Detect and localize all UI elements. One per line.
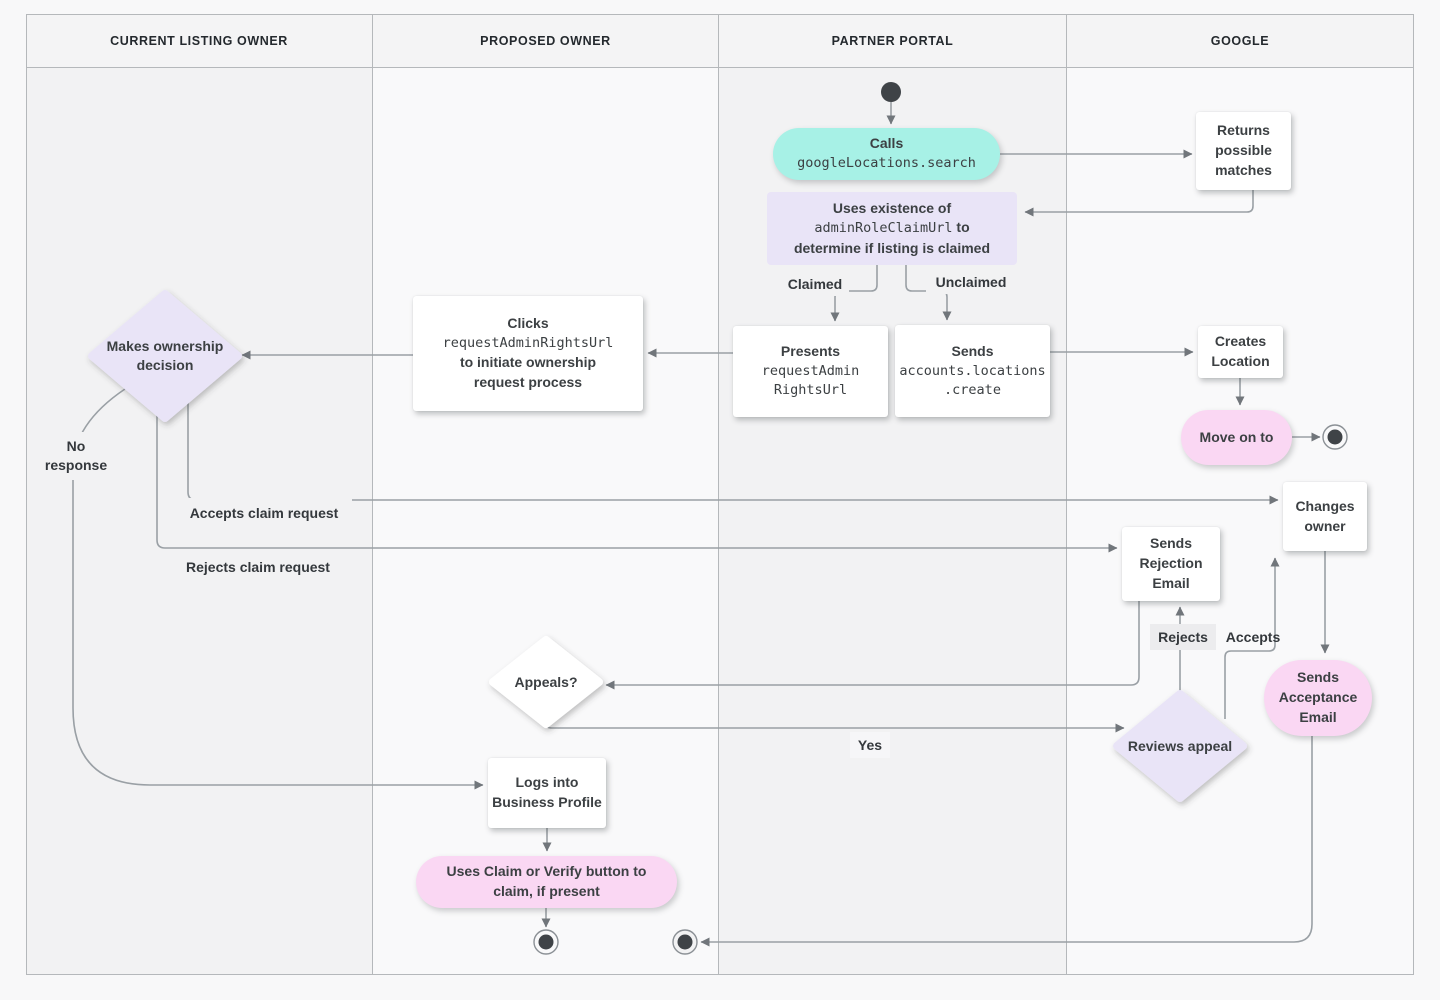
uses-claim-or-verify-node: Uses Claim or Verify button to claim, if… (416, 856, 677, 908)
terminal-nodes (533, 82, 1348, 955)
swimlane-header-current-listing-owner: CURRENT LISTING OWNER (26, 14, 373, 67)
end-node-partner-portal (672, 929, 698, 955)
logs-into-business-profile-node: Logs into Business Profile (488, 758, 606, 828)
edge-rejection-to-appeals (605, 601, 1140, 690)
swimlane-header-partner-portal: PARTNER PORTAL (719, 14, 1067, 67)
yes-label: Yes (850, 732, 890, 758)
reviews-appeal-diamond-shape (1113, 690, 1247, 802)
lane-current-listing-owner (26, 14, 373, 975)
edge-returns-to-uses (1024, 190, 1254, 217)
returns-possible-matches-node: Returns possible matches (1196, 112, 1291, 190)
edge-appeals-yes (545, 723, 1125, 733)
accepts-claim-label: Accepts claim request (176, 498, 352, 528)
swimlane-header-row: CURRENT LISTING OWNER PROPOSED OWNER PAR… (26, 14, 1414, 68)
move-on-to-node: Move on to (1181, 410, 1292, 465)
reviews-appeal-label: Reviews appeal (1127, 737, 1233, 754)
appeals-diamond-shape (489, 636, 603, 728)
uses-existence-node: Uses existence of adminRoleClaimUrl to d… (767, 192, 1017, 265)
claimed-label: Claimed (781, 272, 849, 296)
edge-review-accepts (1224, 557, 1280, 719)
no-response-label: No response (36, 432, 116, 480)
presents-request-admin-rights-node: Presents requestAdmin RightsUrl (733, 326, 888, 417)
end-node-proposed-owner (533, 929, 559, 955)
sends-acceptance-email-node: Sends Acceptance Email (1264, 660, 1372, 736)
decision-diamonds (88, 290, 1247, 802)
unclaimed-label: Unclaimed (926, 270, 1016, 294)
sends-accounts-locations-create-node: Sends accounts.locations .create (895, 325, 1050, 417)
rejects-label: Rejects (1150, 624, 1216, 650)
calls-google-locations-node: Calls googleLocations.search (773, 128, 1000, 180)
appeals-label: Appeals? (514, 673, 578, 690)
creates-location-node: Creates Location (1198, 326, 1283, 378)
rejects-claim-label: Rejects claim request (172, 554, 344, 580)
makes-decision-label: Makes ownership decision (106, 338, 224, 373)
edge-no-response (72, 388, 484, 790)
makes-decision-diamond-shape (88, 290, 242, 422)
edge-rejects-claim (156, 407, 1118, 553)
accepts-label: Accepts (1225, 628, 1281, 645)
swimlane-header-proposed-owner: PROPOSED OWNER (373, 14, 719, 67)
edge-acceptance-to-end (700, 736, 1313, 947)
clicks-request-admin-rights-node: Clicks requestAdminRightsUrl to initiate… (413, 296, 643, 411)
end-node-google (1322, 424, 1348, 450)
sends-rejection-email-node: Sends Rejection Email (1122, 527, 1220, 601)
changes-owner-node: Changes owner (1283, 482, 1367, 551)
swimlane-header-google: GOOGLE (1067, 14, 1413, 67)
start-node (881, 82, 901, 102)
